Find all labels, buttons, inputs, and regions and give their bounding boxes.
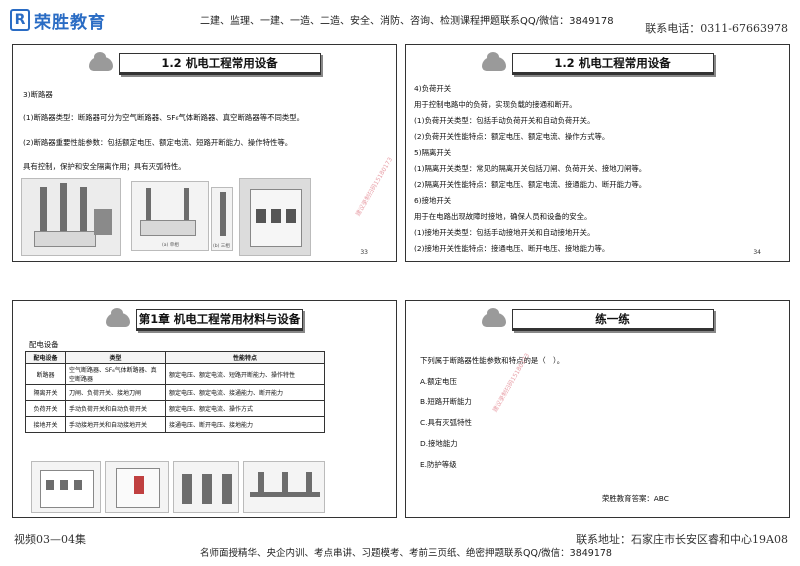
footer-video-label: 视频03—04集 xyxy=(14,533,86,546)
load-switch-photo xyxy=(105,461,169,513)
table-cell: 接地开关 xyxy=(25,416,66,433)
logo-text: 荣胜教育 xyxy=(34,12,106,33)
footer-address: 联系地址：石家庄市长安区睿和中心19A08 xyxy=(576,533,788,546)
table-cell: 额定电压、额定电流、接通能力、断开能力 xyxy=(165,384,325,401)
text-line: (2)接地开关性能特点：接通电压、断开电压、接地能力等。 xyxy=(414,244,610,253)
slide-title: 1.2 机电工程常用设备 xyxy=(511,53,714,75)
text-line: (1)负荷开关类型：包括手动负荷开关和自动负荷开关。 xyxy=(414,116,595,125)
text-line: (1)隔离开关类型：常见的隔离开关包括刀闸、负荷开关、接地刀闸等。 xyxy=(414,164,647,173)
table-cell: 刀闸、负荷开关、接地刀闸 xyxy=(65,384,166,401)
text-line: 用于控制电路中的负荷，实现负载的接通和断开。 xyxy=(414,100,577,109)
table-header-cell: 配电设备 xyxy=(25,351,66,364)
text-line: 5)隔离开关 xyxy=(414,148,452,157)
cloud-icon xyxy=(106,308,130,327)
text-line: 6)接地开关 xyxy=(414,196,452,205)
table-cell: 手动负荷开关和自动负荷开关 xyxy=(65,400,166,417)
breaker-three-phase-diagram: (b) 三相 xyxy=(211,187,233,251)
table-row: 负荷开关 手动负荷开关和自动负荷开关 额定电压、额定电流、操作方式 xyxy=(25,400,325,417)
table-row: 隔离开关 刀闸、负荷开关、接地刀闸 额定电压、额定电流、接通能力、断开能力 xyxy=(25,384,325,401)
table-header-row: 配电设备 类型 性能特点 xyxy=(25,351,325,364)
slide-34: 1.2 机电工程常用设备 4)负荷开关 用于控制电路中的负荷，实现负载的接通和断… xyxy=(405,44,790,262)
miniature-breaker-photo xyxy=(239,178,311,256)
option-e: E.防护等级 xyxy=(420,460,457,469)
slide-title: 1.2 机电工程常用设备 xyxy=(118,53,321,75)
table-cell: 额定电压、额定电流、短路开断能力、操作特性 xyxy=(165,363,325,385)
slide-summary-table: 第1章 机电工程常用材料与设备 配电设备 配电设备 类型 性能特点 断路器 空气… xyxy=(12,300,397,518)
text-line: 用于在电路出现故障时接地，确保人员和设备的安全。 xyxy=(414,212,592,221)
text-line: 具有控制，保护和安全隔离作用；具有灭弧特性。 xyxy=(23,162,186,171)
table-header-cell: 性能特点 xyxy=(165,351,325,364)
watermark: 建议录制扫码15180173 xyxy=(354,156,395,218)
cloud-icon xyxy=(88,52,113,71)
text-line: (1)接地开关类型：包括手动接地开关和自动接地开关。 xyxy=(414,228,595,237)
table-cell: 额定电压、额定电流、操作方式 xyxy=(165,400,325,417)
breaker-product-photo xyxy=(31,461,101,513)
page-number: 34 xyxy=(753,249,761,256)
equipment-table: 配电设备 类型 性能特点 断路器 空气断路器、SF₆气体断路器、真空断路器 额定… xyxy=(25,351,325,433)
option-b: B.短路开断能力 xyxy=(420,397,472,406)
slide-33: 1.2 机电工程常用设备 3)断路器 (1)断路器类型：断路器可分为空气断路器、… xyxy=(12,44,397,262)
table-cell: 手动接地开关和自动接地开关 xyxy=(65,416,166,433)
caption-b: (b) 三相 xyxy=(213,244,230,249)
slide-practice: 练一练 下列属于断路器性能参数和特点的是（ ）。 A.额定电压 B.短路开断能力… xyxy=(405,300,790,518)
header-contact-line: 二建、监理、一建、一造、二造、安全、消防、咨询、检测课程押题联系QQ/微信：38… xyxy=(200,16,614,27)
table-header-cell: 类型 xyxy=(65,351,166,364)
breaker-single-phase-diagram: (a) 单相 xyxy=(131,181,209,251)
cloud-icon xyxy=(481,52,506,71)
table-cell: 隔离开关 xyxy=(25,384,66,401)
option-c: C.具有灭弧特性 xyxy=(420,418,472,427)
cloud-icon xyxy=(481,308,506,327)
page-number: 33 xyxy=(360,249,368,256)
footer-contact-line: 名师面授精华、央企内训、考点串讲、习题模考、考前三页纸、绝密押题联系QQ/微信：… xyxy=(200,548,612,559)
text-line: 4)负荷开关 xyxy=(414,84,452,93)
circuit-breaker-photo xyxy=(21,178,121,256)
option-a: A.额定电压 xyxy=(420,377,457,386)
caption-a: (a) 单相 xyxy=(162,243,179,248)
section-heading: 3)断路器 xyxy=(23,90,53,99)
brand-logo: R 荣胜教育 xyxy=(10,7,118,33)
text-line: (2)负荷开关性能特点：额定电压、额定电流、操作方式等。 xyxy=(414,132,610,141)
question-text: 下列属于断路器性能参数和特点的是（ ）。 xyxy=(420,356,565,365)
answer-text: 荣胜教育答案：ABC xyxy=(602,494,669,503)
logo-mark-icon: R xyxy=(10,9,30,31)
table-cell: 接通电压、断开电压、接地能力 xyxy=(165,416,325,433)
slide-title: 练一练 xyxy=(511,309,714,331)
table-cell: 空气断路器、SF₆气体断路器、真空断路器 xyxy=(65,363,166,385)
table-row: 断路器 空气断路器、SF₆气体断路器、真空断路器 额定电压、额定电流、短路开断能… xyxy=(25,363,325,385)
table-row: 接地开关 手动接地开关和自动接地开关 接通电压、断开电压、接地能力 xyxy=(25,416,325,433)
text-line: (1)断路器类型：断路器可分为空气断路器、SF₆气体断路器、真空断路器等不同类型… xyxy=(23,113,305,122)
grounding-switch-photo xyxy=(243,461,325,513)
table-cell: 断路器 xyxy=(25,363,66,385)
table-cell: 负荷开关 xyxy=(25,400,66,417)
disconnect-switch-photo xyxy=(173,461,239,513)
text-line: (2)隔离开关性能特点：额定电压、额定电流、接通能力、断开能力等。 xyxy=(414,180,647,189)
table-caption: 配电设备 xyxy=(29,340,59,349)
option-d: D.接地能力 xyxy=(420,439,458,448)
slide-title: 第1章 机电工程常用材料与设备 xyxy=(136,309,303,331)
header-phone: 联系电话：0311-67663978 xyxy=(645,22,788,35)
text-line: (2)断路器重要性能参数：包括额定电压、额定电流、短路开断能力、操作特性等。 xyxy=(23,138,293,147)
